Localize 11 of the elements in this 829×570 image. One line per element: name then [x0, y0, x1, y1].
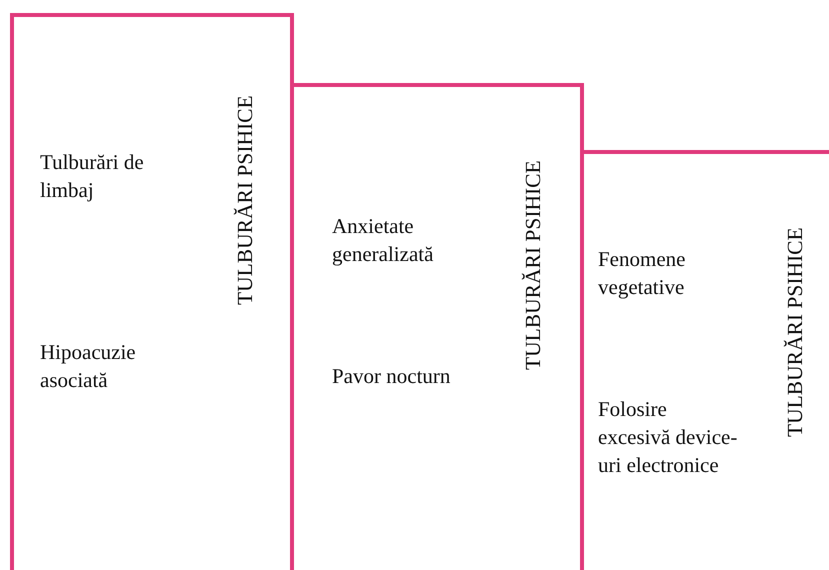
symptom-text: Pavor nocturn	[332, 363, 452, 390]
category-heading: TULBURĂRI PSIHICE	[520, 160, 546, 370]
category-panel	[292, 85, 582, 570]
symptom-text: Folosire excesivă device-uri electronice	[598, 396, 738, 479]
symptom-text: Anxietate generalizată	[332, 213, 434, 268]
symptom-text: Tulburări de limbaj	[40, 149, 145, 204]
symptom-text: Fenomene vegetative	[598, 246, 686, 301]
category-heading: TULBURĂRI PSIHICE	[232, 95, 258, 305]
symptom-text: Hipoacuzie asociată	[40, 339, 137, 394]
category-panel	[12, 15, 292, 570]
category-heading: TULBURĂRI PSIHICE	[782, 227, 808, 437]
